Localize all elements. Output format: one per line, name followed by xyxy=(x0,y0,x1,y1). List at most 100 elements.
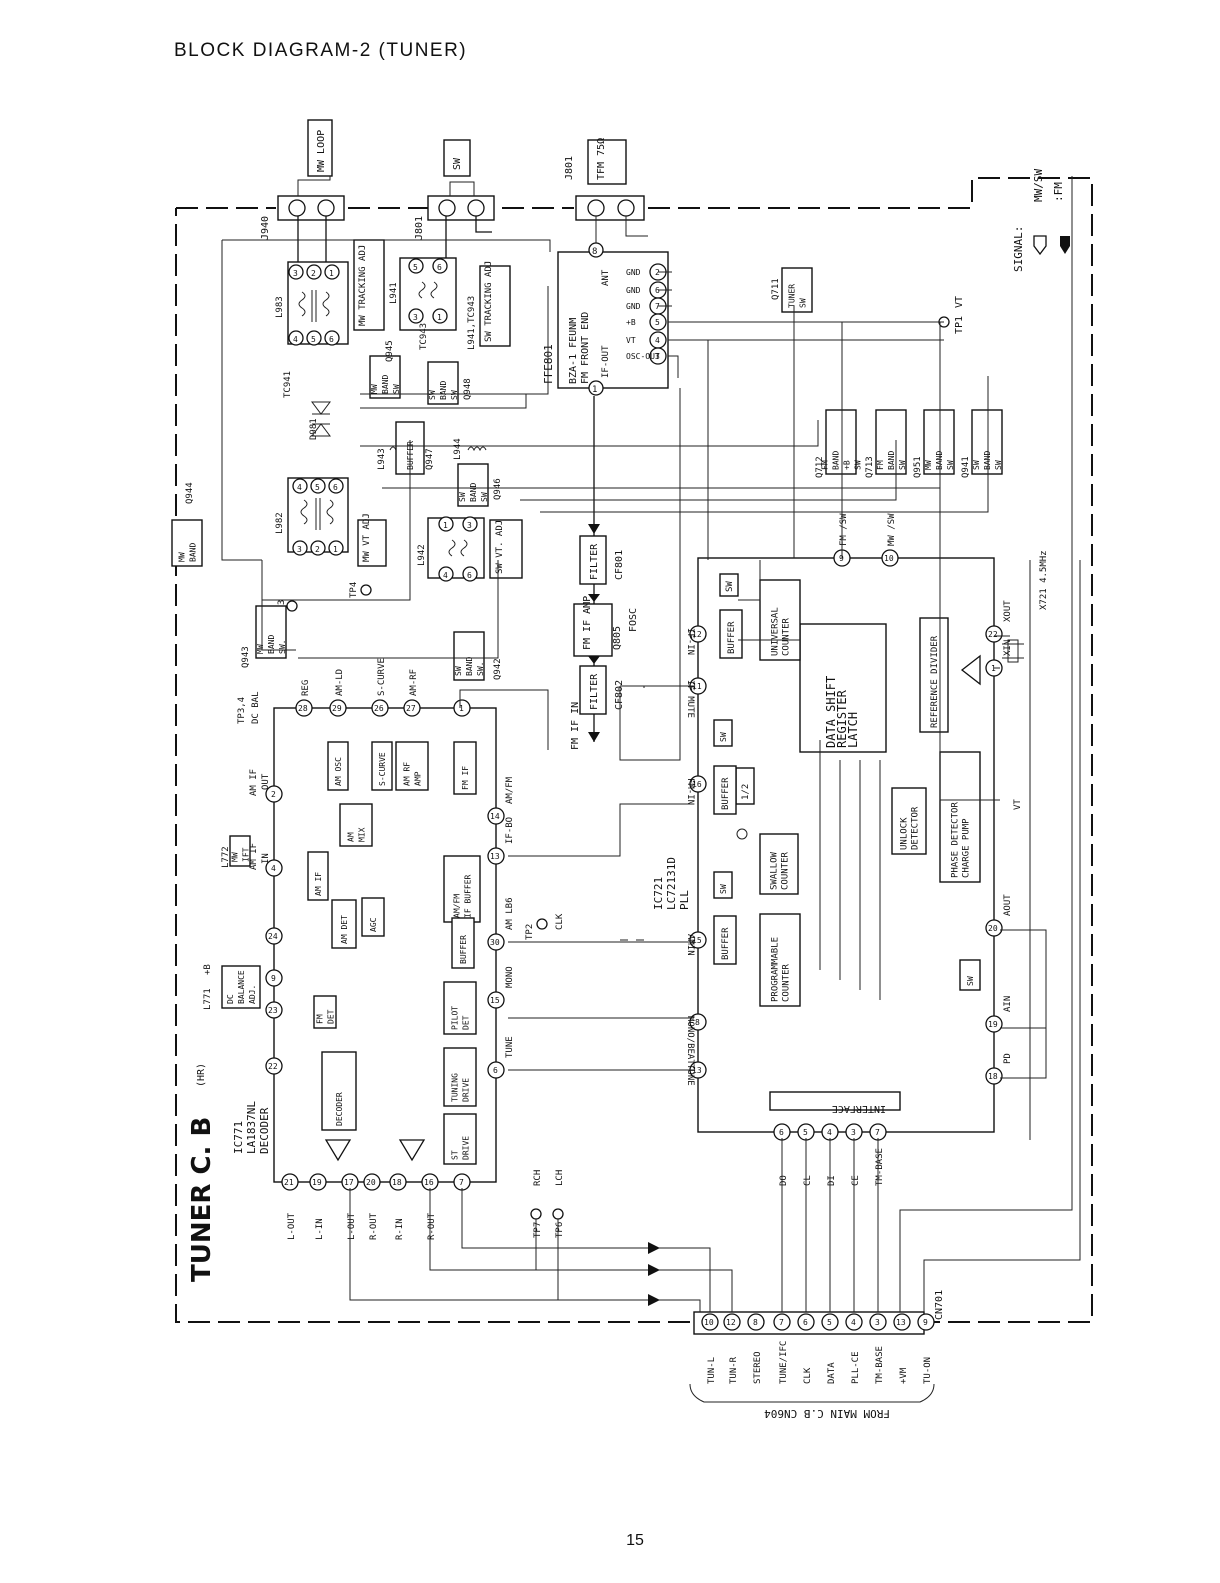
ic721-block-label: PROGRAMMABLE xyxy=(771,937,781,1002)
l942-adj: SW VT. ADJ xyxy=(495,520,505,574)
switch-q951-label: MW xyxy=(924,460,933,470)
ic771-pin xyxy=(487,1061,505,1079)
ic771-block xyxy=(371,741,393,791)
l982-pin: 4 xyxy=(297,483,302,492)
q805-ref: Q805 xyxy=(612,626,623,650)
tc941-label: TC941 xyxy=(283,371,293,398)
switch-q945 xyxy=(369,355,401,399)
ic721-pin-label: PD xyxy=(1003,1053,1013,1064)
ic771-pin-label: AM IF xyxy=(249,769,259,796)
ic721-pin-num: 3 xyxy=(851,1128,856,1137)
tp4-label: TP4 xyxy=(349,582,359,598)
cn701-pin-num: 6 xyxy=(803,1318,808,1327)
switch-q945-label: BAND xyxy=(381,375,390,394)
switch-q945-label: MW xyxy=(370,384,379,394)
ic771-block-label: MIX xyxy=(358,827,367,842)
ic771-func: DECODER xyxy=(258,1107,271,1154)
board-name: TUNER C. B xyxy=(187,1117,217,1282)
l942-ref: L942 xyxy=(417,544,427,566)
ic771-pin-label: AM-RF xyxy=(409,669,419,696)
ic771-block xyxy=(443,981,477,1035)
l982-pin: 1 xyxy=(333,545,338,554)
tp1-label: VT xyxy=(954,296,965,308)
switch-q713-label: FM xyxy=(876,460,885,470)
l983-pin: 3 xyxy=(293,269,298,278)
cn701-pin-num: 10 xyxy=(704,1318,714,1327)
switch-ref: Q951 xyxy=(913,456,923,478)
l982-adj: MW VT ADJ xyxy=(362,513,372,562)
ic721-block xyxy=(939,751,981,883)
fm-front-end: BZA-1 FEUNM FM FRONT END FFE801 8 ANT 2G… xyxy=(542,242,669,396)
l982-pin: 2 xyxy=(315,545,320,554)
ic721-block-label: LATCH xyxy=(846,712,860,748)
switch-ref: Q945 xyxy=(385,340,395,362)
ic771-block-label: MW xyxy=(231,852,240,862)
cn701-pin xyxy=(797,1313,815,1331)
cn701-pin xyxy=(869,1313,887,1331)
switch-q712-label: FM xyxy=(821,460,830,470)
ic771-block xyxy=(361,897,385,937)
ic721-block-label: BUFFER xyxy=(721,927,731,960)
switch-q948-label: SW xyxy=(428,390,437,400)
ic721-pin-label: MONO/BEAT xyxy=(685,1016,695,1065)
cn701-pin-num: 3 xyxy=(875,1318,880,1327)
switch-q942-label: BAND xyxy=(465,657,474,676)
ic721-pin xyxy=(985,919,1003,937)
cn701-pin-label: STEREO xyxy=(753,1351,763,1384)
switch-ref: Q947 xyxy=(425,448,435,470)
fe-pin-num: 7 xyxy=(655,302,660,311)
fe-pin-label: OSC-OUT xyxy=(626,352,660,361)
switch-q941-label: SW xyxy=(972,460,981,470)
ic721-pin-label: AOUT xyxy=(1003,894,1013,916)
ic721-pin-num: 13 xyxy=(692,1066,702,1075)
mixer-icon xyxy=(736,828,748,840)
switch-ref: Q942 xyxy=(493,658,503,680)
ic721-pin-label: AMIN xyxy=(685,934,695,956)
switch-q713-label: BAND xyxy=(887,451,896,470)
l941-pin: 1 xyxy=(437,313,442,322)
ic721-pin xyxy=(689,775,707,793)
test-point-label: LCH xyxy=(555,1170,565,1186)
coil-l941: 5 6 3 1 L941 L941,TC943 SW TRACKING ADJ xyxy=(389,257,511,350)
ic721-pin-label: IF MUTE xyxy=(685,680,695,718)
cn701-pin-label: TUN-R xyxy=(729,1356,739,1384)
ic721-block-label: BUFFER xyxy=(727,621,737,654)
switch-q948-label: SW xyxy=(450,390,459,400)
ic771-pin-num: 22 xyxy=(268,1062,278,1071)
ic771-block-label: AM DET xyxy=(340,915,349,944)
ic771-block-label: IFT xyxy=(242,847,251,862)
l983-pin: 6 xyxy=(329,335,334,344)
ic771-pin xyxy=(265,927,283,945)
ic771-pin-num: 14 xyxy=(490,812,500,821)
ic721-pin-num: 1 xyxy=(991,664,996,673)
ic771-block xyxy=(229,835,251,867)
coil-l982: 4 5 6 3 2 1 L982 MW VT ADJ xyxy=(275,477,387,567)
ic771-pin xyxy=(265,785,283,803)
ic771-block xyxy=(453,741,477,795)
cn701-pin-num: 13 xyxy=(896,1318,906,1327)
fe-pin-num: 5 xyxy=(655,318,660,327)
switch-q946-label: BAND xyxy=(469,483,478,502)
l942-pin: 4 xyxy=(443,571,448,580)
fe-pin-label: +B xyxy=(626,318,636,327)
fe-pin xyxy=(649,313,667,331)
coil-l942: 1 3 4 6 L942 SW VT. ADJ xyxy=(417,516,523,582)
ic721-block-label: 1/2 xyxy=(741,784,751,800)
ic771-block-label: PILOT xyxy=(451,1006,460,1030)
ic721-block-label: PHASE DETECTOR xyxy=(951,802,961,878)
tp1-ref: TP1 xyxy=(954,316,965,334)
fe-pin-num: 2 xyxy=(655,268,660,277)
ic721-block-label: UNIVERSAL xyxy=(771,607,781,656)
switch-q943-label: SW. xyxy=(278,640,287,654)
signal-legend-label: SIGNAL: xyxy=(1012,226,1025,272)
switch-ref: Q948 xyxy=(463,378,473,400)
ic771-block-label: DRIVE xyxy=(462,1136,471,1160)
switch-q712-label: SW xyxy=(854,460,863,470)
page-number: 15 xyxy=(626,1532,644,1549)
switch-q951 xyxy=(923,409,955,475)
ic771-pin-num: 29 xyxy=(332,704,342,713)
ic771-pin-label: IF-BO xyxy=(505,817,515,844)
ic771-block-label: FM xyxy=(316,1014,325,1024)
plus-b-label: +B xyxy=(203,964,213,975)
